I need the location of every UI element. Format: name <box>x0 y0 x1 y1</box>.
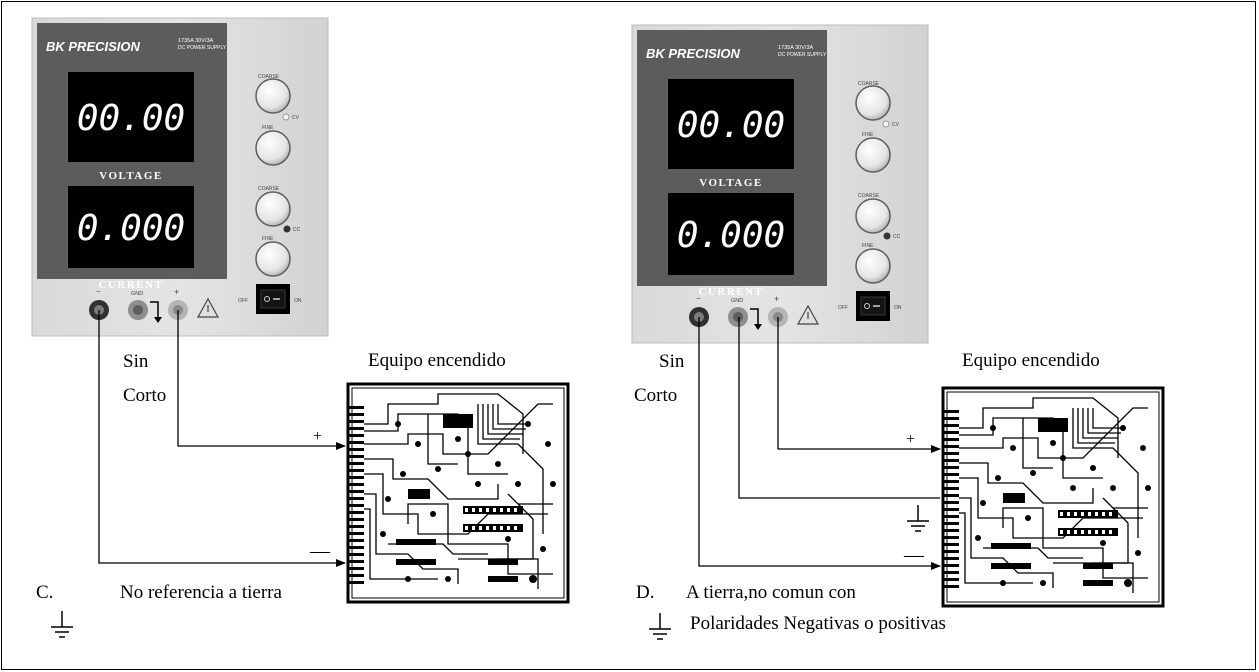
status-line-1: Sin <box>123 351 149 372</box>
current-coarse-label: COARSE <box>858 193 880 199</box>
switch-on-label: ON <box>894 305 902 311</box>
voltage-label: VOLTAGE <box>699 177 762 189</box>
model-sub-label: DC POWER SUPPLY <box>778 52 827 58</box>
voltage-fine-label: FINE <box>262 125 274 131</box>
board-ground-icon <box>906 504 930 532</box>
model-sub-label: DC POWER SUPPLY <box>178 45 227 51</box>
ground-icon <box>648 612 672 640</box>
minus-sign: — <box>309 540 331 562</box>
board-title: Equipo encendido <box>368 350 506 371</box>
model-label: 1735A 30V/3A <box>178 38 214 44</box>
current-fine-label: FINE <box>862 243 874 249</box>
switch-off-label: OFF <box>238 298 248 304</box>
current-label: CURRENT <box>699 286 764 298</box>
gnd-terminal-label: GND <box>131 291 143 297</box>
voltage-coarse-label: COARSE <box>258 74 280 80</box>
cc-led-label: CC <box>293 227 301 233</box>
caption-line-2: Polaridades Negativas o positivas <box>690 613 946 634</box>
voltage-fine-label: FINE <box>862 132 874 138</box>
positive-terminal-label: + <box>174 287 179 297</box>
circuit-board <box>346 382 570 604</box>
caption-line-1: A tierra,no comun con <box>686 582 856 603</box>
current-coarse-label: COARSE <box>258 186 280 192</box>
negative-wire <box>98 310 346 567</box>
voltage-display: 00.00 <box>677 105 785 146</box>
brand-logo: BK PRECISION <box>46 39 141 54</box>
power-supply: BK PRECISION 1735A 30V/3A DC POWER SUPPL… <box>31 17 329 337</box>
current-fine-label: FINE <box>262 236 274 242</box>
brand-logo: BK PRECISION <box>646 46 741 61</box>
plus-sign: + <box>313 428 322 445</box>
cv-led-label: CV <box>292 115 300 121</box>
power-supply: BK PRECISION 1735A 30V/3A DC POWER SUPPL… <box>631 24 929 344</box>
negative-terminal-label: − <box>696 294 701 303</box>
voltage-coarse-label: COARSE <box>858 81 880 87</box>
negative-wire <box>698 317 941 570</box>
switch-on-label: ON <box>294 298 302 304</box>
ground-wire <box>738 317 940 499</box>
positive-wire <box>177 310 346 450</box>
panel-d: BK PRECISION 1735A 30V/3A DC POWER SUPPL… <box>631 24 1165 640</box>
positive-terminal-label: + <box>774 294 779 304</box>
board-title: Equipo encendido <box>962 350 1100 371</box>
option-letter: D. <box>636 582 654 603</box>
current-display: 0.000 <box>77 208 185 249</box>
model-label: 1735A 30V/3A <box>778 45 814 51</box>
voltage-label: VOLTAGE <box>99 170 162 182</box>
ground-icon <box>50 610 74 638</box>
plus-sign: + <box>906 431 915 448</box>
current-label: CURRENT <box>99 279 164 291</box>
cv-led-label: CV <box>892 122 900 128</box>
negative-terminal-label: − <box>96 287 101 296</box>
circuit-board <box>941 386 1165 608</box>
status-line-2: Corto <box>123 385 166 406</box>
positive-wire <box>777 317 941 453</box>
option-letter: C. <box>36 582 53 603</box>
current-display: 0.000 <box>677 215 785 256</box>
gnd-terminal-label: GND <box>731 298 743 304</box>
voltage-display: 00.00 <box>77 98 185 139</box>
status-line-2: Corto <box>634 385 677 406</box>
switch-off-label: OFF <box>838 305 848 311</box>
cc-led-label: CC <box>893 234 901 240</box>
status-line-1: Sin <box>659 351 685 372</box>
minus-sign: — <box>903 544 925 566</box>
caption-line-1: No referencia a tierra <box>120 582 282 603</box>
panel-c: BK PRECISION 1735A 30V/3A DC POWER SUPPL… <box>31 17 570 638</box>
